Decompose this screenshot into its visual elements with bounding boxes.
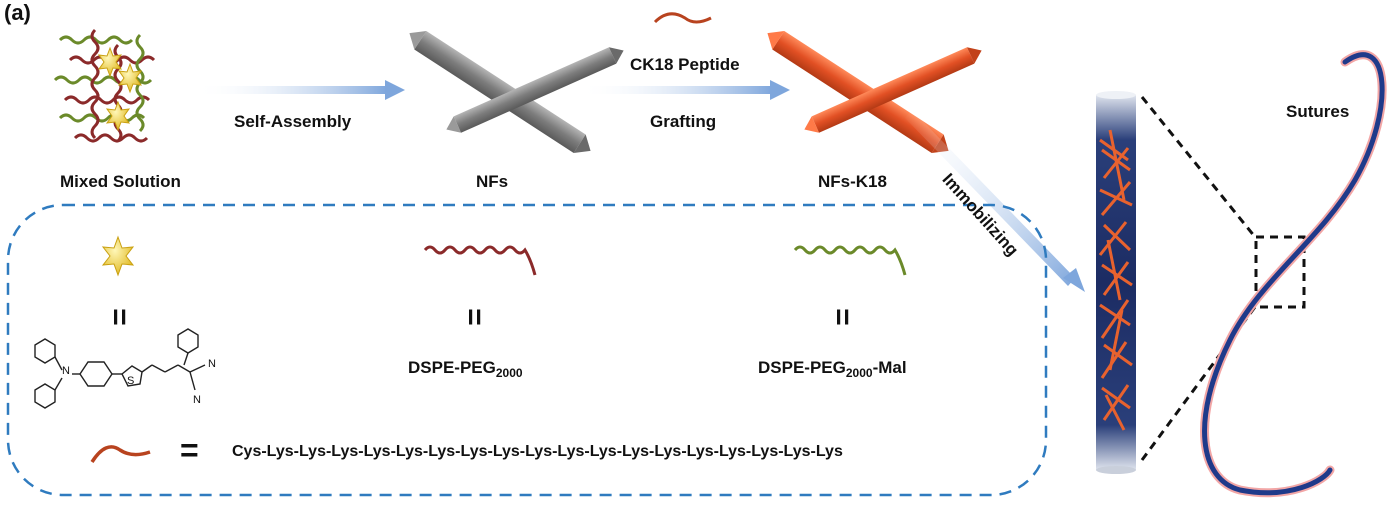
dspe-peg-mal-label: DSPE-PEG2000-Mal — [758, 358, 907, 380]
legend-dspe-peg-mal-strand-icon — [793, 245, 907, 276]
star-particle-2 — [117, 62, 143, 94]
nfs-gray-fibers — [409, 31, 624, 153]
atom-nitrile-1: N — [208, 358, 216, 370]
legend-equals-dspe-peg-mal: = — [825, 308, 859, 326]
panel-label: (a) — [4, 0, 31, 25]
nfs-label: NFs — [476, 172, 509, 191]
legend-dspe-peg-strand-icon — [423, 245, 537, 276]
legend-dashed-border — [6, 203, 1048, 497]
nfs-k18-label: NFs-K18 — [818, 172, 887, 191]
legend-star-icon — [101, 235, 135, 277]
immobilizing-arrow — [905, 110, 1085, 292]
sutures-label: Sutures — [1286, 102, 1350, 121]
star-particle-3 — [105, 100, 131, 132]
mixed-solution-illustration — [53, 28, 156, 143]
self-assembly-arrow — [195, 80, 405, 100]
legend-equals-dspe-peg: = — [457, 308, 491, 326]
legend-equals-peptide: = — [180, 432, 199, 468]
ck18-peptide-strand-icon — [653, 12, 712, 24]
ck18-peptide-label: CK18 Peptide — [630, 55, 740, 74]
atom-sulfur: S — [127, 375, 135, 387]
nfs-k18-orange-fibers — [767, 31, 982, 153]
suture-cross-section-tube — [1096, 91, 1136, 474]
grafting-label: Grafting — [650, 112, 717, 131]
dspe-peg-label: DSPE-PEG2000 — [408, 358, 523, 380]
legend-peptide-strand-icon — [90, 445, 151, 463]
self-assembly-label: Self-Assembly — [234, 112, 352, 131]
legend-equals-star: = — [102, 308, 136, 326]
star-particle-1 — [97, 46, 123, 78]
peptide-sequence-label: Cys-Lys-Lys-Lys-Lys-Lys-Lys-Lys-Lys-Lys-… — [232, 443, 843, 460]
tpa-molecule-structure — [34, 328, 206, 409]
mixed-solution-label: Mixed Solution — [60, 172, 181, 191]
grafting-arrow — [580, 80, 790, 100]
atom-nitrile-2: N — [193, 394, 201, 406]
atom-nitrogen: N — [62, 365, 70, 377]
suture-thread — [1200, 50, 1387, 498]
